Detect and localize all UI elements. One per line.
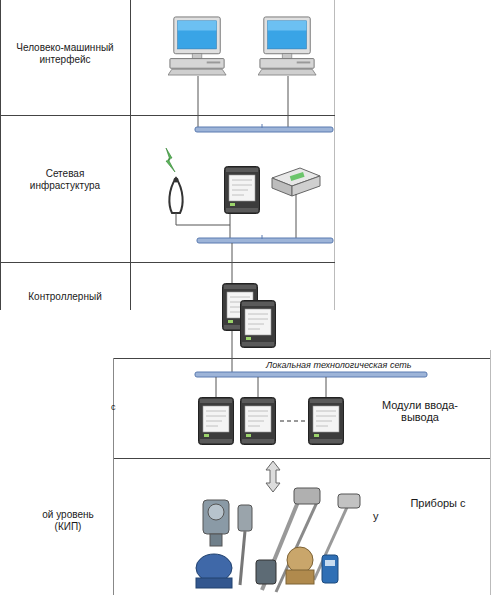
bus-tick	[262, 235, 263, 239]
io-module	[241, 398, 276, 445]
controller-module	[225, 167, 260, 214]
wire	[288, 76, 289, 128]
dashed-continuation	[280, 421, 306, 422]
grid-line	[334, 0, 335, 310]
antenna-tip	[174, 178, 179, 183]
wire	[230, 214, 231, 238]
motor-base	[196, 578, 232, 588]
grid-line	[0, 0, 1, 310]
layer-band: Контроллерный	[0, 263, 335, 310]
transmitter-head	[208, 504, 224, 520]
layer-band: Модули ввода-вывода	[113, 359, 491, 458]
wire	[232, 331, 233, 373]
level-sensor	[322, 555, 338, 583]
wire	[296, 194, 297, 238]
grid-line	[130, 0, 131, 310]
computer-icon	[168, 17, 226, 75]
grid-line	[113, 358, 491, 359]
brass-valve	[287, 547, 313, 573]
controller-layer-art	[223, 284, 276, 348]
text-label: Локальная технологическая сеть	[266, 359, 412, 371]
layer-label: Модули ввода-вывода	[375, 399, 465, 423]
antenna-icon	[169, 178, 182, 213]
hmi-layer-art	[168, 17, 333, 132]
layer-band: ой уровень (КИП) Приборы с	[0, 459, 491, 595]
radio-bolt	[166, 148, 175, 172]
network-bus	[197, 238, 333, 243]
router-icon	[272, 168, 320, 196]
router-light	[290, 172, 305, 181]
sensor-body	[238, 505, 252, 531]
layer-label: Приборы с	[388, 497, 488, 509]
thermocouple-rod	[276, 500, 318, 592]
wire	[216, 377, 217, 398]
layer-label: ой уровень (КИП)	[30, 509, 106, 533]
grid-line	[0, 115, 335, 116]
computer-icon	[258, 17, 316, 75]
grid-line	[113, 458, 491, 459]
layer-band: Сетевая инфрастуктура	[0, 116, 335, 262]
layer-label: Человеко-машинный интерфейс	[12, 42, 118, 66]
text-label: у	[373, 510, 379, 522]
thermocouple-head	[338, 494, 360, 508]
layer-band: Человеко-машинный интерфейс	[0, 0, 335, 115]
io-module	[199, 398, 234, 445]
sensor-window	[325, 560, 335, 566]
layer-label: Сетевая инфрастуктура	[12, 168, 118, 192]
controller-module	[241, 301, 276, 348]
grid-line	[0, 262, 335, 263]
pressure-transmitter	[203, 500, 229, 534]
wire	[326, 377, 327, 398]
router-side	[272, 178, 292, 196]
valve-body	[286, 570, 314, 584]
double-arrow	[266, 461, 280, 492]
network-bus	[195, 127, 333, 132]
wire	[232, 243, 233, 285]
network-layer-art	[166, 148, 333, 285]
layer-label: Контроллерный	[12, 291, 118, 303]
wire	[176, 213, 230, 225]
transmitter-flange	[210, 534, 222, 546]
mask-area	[0, 310, 112, 595]
io-module	[309, 398, 344, 445]
thermocouple-head	[294, 488, 320, 504]
sensor-rod	[240, 531, 245, 585]
io-layer-art	[195, 331, 427, 445]
text-label: с	[111, 401, 116, 413]
grid-line	[113, 358, 114, 595]
local-bus	[195, 372, 427, 377]
field-instruments-art	[196, 488, 360, 592]
bus-tick	[262, 124, 263, 128]
wire	[258, 377, 259, 398]
grid-line	[490, 350, 491, 595]
sensor-body	[256, 560, 276, 584]
wire	[198, 76, 199, 128]
